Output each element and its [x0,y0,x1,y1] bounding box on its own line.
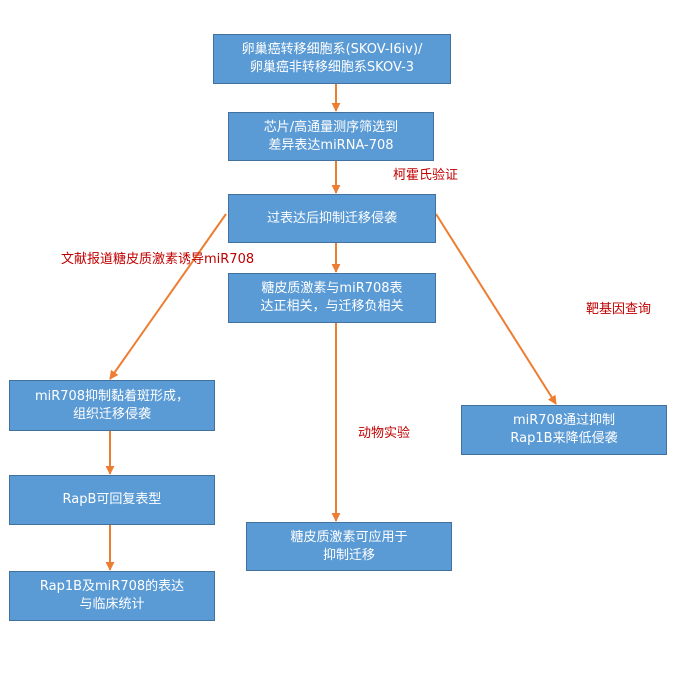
box-application: 糖皮质激素可应用于 抑制迁移 [246,522,452,571]
box-rapb-rescue: RapB可回复表型 [9,475,215,525]
label-target-gene: 靶基因查询 [586,302,652,317]
box-rap1b-target: miR708通过抑制 Rap1B来降低侵袭 [461,405,667,455]
box-clinical: Rap1B及miR708的表达 与临床统计 [9,571,215,621]
arrow-overexpression-to-adhesion [109,213,227,380]
box-correlation: 糖皮质激素与miR708表 达正相关，与迁移负相关 [228,273,436,323]
box-screening: 芯片/高通量测序筛选到 差异表达miRNA-708 [228,112,434,161]
label-animal-experiment: 动物实验 [358,426,411,441]
box-cell-lines: 卵巢癌转移细胞系(SKOV-I6iv)/ 卵巢癌非转移细胞系SKOV-3 [213,34,451,84]
label-western-blot: 柯霍氏验证 [393,168,459,183]
box-overexpression: 过表达后抑制迁移侵袭 [228,194,436,243]
label-literature: 文献报道糖皮质激素诱导miR708 [61,252,255,267]
box-adhesion: miR708抑制黏着斑形成， 组织迁移侵袭 [9,380,215,431]
arrow-overexpression-to-rap1b [435,213,557,405]
